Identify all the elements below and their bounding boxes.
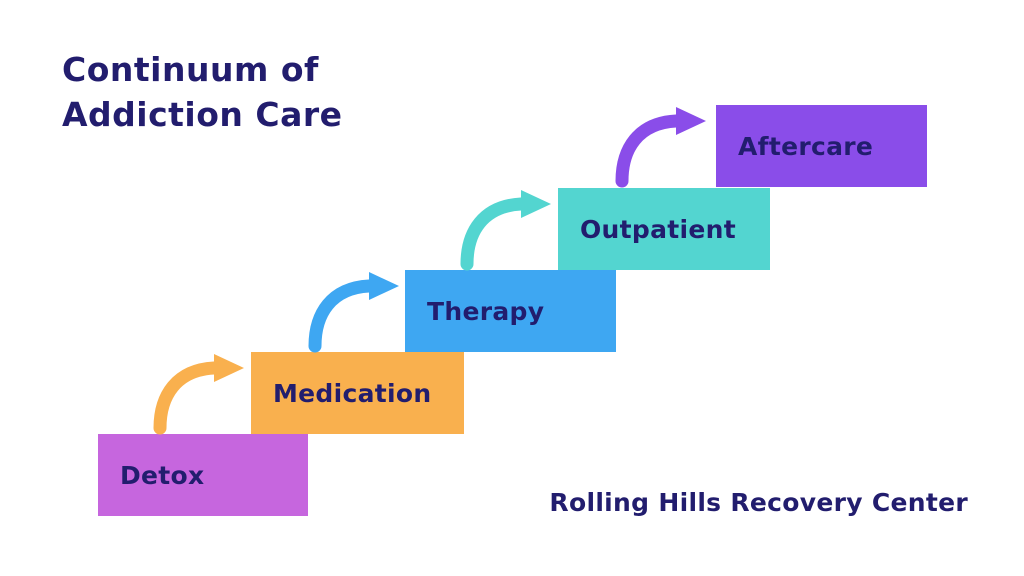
curved-arrow-outpatient-to-aftercare-icon — [615, 107, 706, 188]
step-box-medication: Medication — [251, 352, 464, 434]
step-label-detox: Detox — [120, 460, 205, 490]
step-box-aftercare: Aftercare — [716, 105, 927, 187]
page-title-line-1: Continuum of — [62, 50, 319, 89]
brand-text: Rolling Hills Recovery Center — [549, 488, 968, 517]
step-label-medication: Medication — [273, 378, 432, 408]
page-title-line-2: Addiction Care — [62, 94, 343, 134]
curved-arrow-therapy-to-outpatient-icon — [460, 190, 551, 271]
curved-arrow-medication-to-therapy-icon — [308, 272, 399, 353]
step-label-therapy: Therapy — [427, 296, 545, 326]
step-box-outpatient: Outpatient — [558, 188, 770, 270]
step-label-aftercare: Aftercare — [738, 131, 874, 161]
step-box-detox: Detox — [98, 434, 308, 516]
step-box-therapy: Therapy — [405, 270, 616, 352]
page-title: Continuum of Addiction Care — [62, 48, 343, 138]
curved-arrow-detox-to-medication-icon — [153, 354, 244, 435]
step-label-outpatient: Outpatient — [580, 214, 736, 244]
